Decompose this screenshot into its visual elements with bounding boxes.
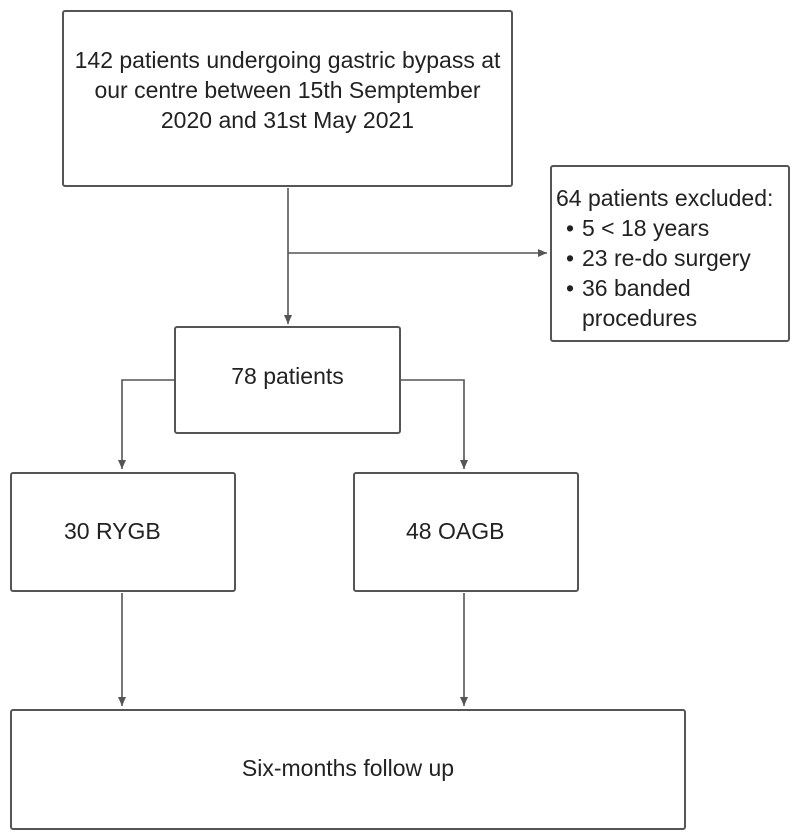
included-box: 78 patients <box>174 326 401 434</box>
exclusion-item: 5 < 18 years <box>556 213 788 243</box>
followup-box: Six-months follow up <box>10 709 686 830</box>
exclusion-heading: 64 patients excluded: <box>556 185 774 211</box>
oagb-box: 48 OAGB <box>353 472 579 592</box>
oagb-text: 48 OAGB <box>406 518 505 544</box>
arrow-middle-to-oagb <box>401 379 468 469</box>
exclusion-box: 64 patients excluded: 5 < 18 years 23 re… <box>550 165 790 342</box>
exclusion-item: 36 banded procedures <box>556 273 788 333</box>
cohort-text: 142 patients undergoing gastric bypass a… <box>74 46 501 133</box>
exclusion-list: 5 < 18 years 23 re-do surgery 36 banded … <box>556 213 788 333</box>
rygb-box: 30 RYGB <box>10 472 236 592</box>
followup-text: Six-months follow up <box>241 754 455 781</box>
included-text: 78 patients <box>231 363 344 389</box>
arrow-middle-to-rygb <box>118 379 174 469</box>
exclusion-item: 23 re-do surgery <box>556 243 788 273</box>
cohort-box: 142 patients undergoing gastric bypass a… <box>62 10 513 187</box>
rygb-text: 30 RYGB <box>64 518 161 544</box>
